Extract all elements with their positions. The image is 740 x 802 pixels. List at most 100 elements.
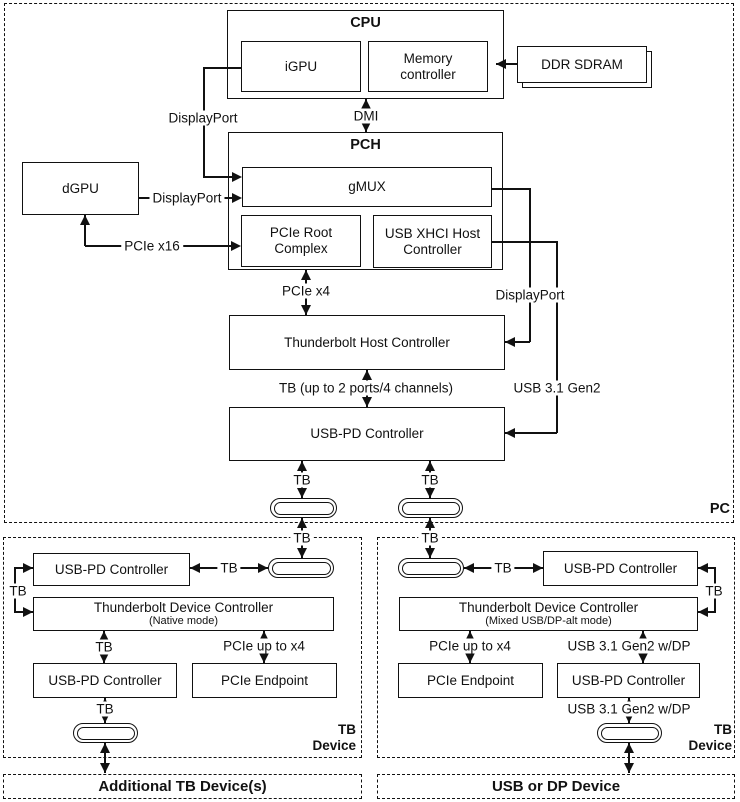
memory-controller-label: Memory controller [400,50,456,82]
native-group-tag-line1: TB [338,722,356,737]
memory-controller-box: Memory controller [368,41,488,92]
arrowhead-down [100,713,110,723]
arrowhead-right [23,607,33,617]
arrowhead-up [361,99,371,109]
arrowhead-left [464,563,474,573]
arrowhead-down [425,548,435,558]
native-usb-pd-top-label: USB-PD Controller [54,561,169,577]
additional-tb-devices-box: Additional TB Device(s) [3,774,362,799]
mixed-pcie-endpoint-label: PCIe Endpoint [426,672,515,688]
mixed-group-tag-line2: Device [688,738,732,754]
native-group-tag: TB Device [284,722,356,754]
arrowhead-up [297,518,307,528]
gmux-box: gMUX [242,167,492,207]
thunderbolt-host-controller-box: Thunderbolt Host Controller [229,315,505,370]
usb-xhci-label: USB XHCI Host Controller [384,225,481,257]
label-pcie-x16: PCIe x16 [121,238,183,254]
connector-line [204,67,242,69]
mixed-usb-pd-top-box: USB-PD Controller [543,551,698,586]
arrowhead-up [259,631,269,641]
label-tb: TB [6,583,30,599]
arrowhead-up [624,743,634,753]
tb-device-native-group-box [3,537,362,758]
native-pcie-endpoint-label: PCIe Endpoint [220,672,309,688]
mixed-tdc-title: Thunderbolt Device Controller [458,600,639,616]
arrowhead-up [425,518,435,528]
connector-line [505,341,530,343]
label-pcie-x4: PCIe x4 [278,283,334,299]
pcie-root-complex-label: PCIe Root Complex [269,225,333,256]
arrowhead-down [362,397,372,407]
additional-tb-devices-label: Additional TB Device(s) [98,777,267,795]
label-dmi: DMI [350,108,382,124]
arrowhead-down [99,653,109,663]
tb-port-connector [597,723,662,743]
arrowhead-down [624,763,634,773]
tb-port-connector [73,723,138,743]
mixed-usb-pd-top-label: USB-PD Controller [563,560,678,576]
label-pcie-up-to-x4: PCIe up to x4 [426,638,514,654]
label-usb31-gen2-wdp: USB 3.1 Gen2 w/DP [564,638,694,654]
native-tdc-box: Thunderbolt Device Controller (Native mo… [33,597,334,631]
arrowhead-up [80,215,90,225]
gmux-label: gMUX [348,179,386,195]
mixed-tdc-box: Thunderbolt Device Controller (Mixed USB… [399,597,698,631]
tb-port-connector [268,558,334,578]
arrowhead-down [624,713,634,723]
usb-xhci-box: USB XHCI Host Controller [373,215,492,268]
connector-line [496,63,517,65]
arrowhead-left [698,607,708,617]
mixed-group-tag: TB Device [656,722,732,754]
dgpu-label: dGPU [62,180,99,196]
pcie-root-complex-box: PCIe Root Complex [241,215,361,267]
tb-port-connector [270,498,337,518]
arrowhead-down [425,488,435,498]
label-tb: TB [702,583,726,599]
arrowhead-left [190,563,200,573]
arrowhead-down [297,548,307,558]
connector-line [505,432,557,434]
arrowhead-down [465,653,475,663]
label-tb: TB [290,472,314,488]
arrowhead-down [301,305,311,315]
arrowhead-up [301,270,311,280]
label-tb-ports: TB (up to 2 ports/4 channels) [275,380,457,396]
arrowhead-down [638,653,648,663]
label-usb31-gen2-wdp: USB 3.1 Gen2 w/DP [564,701,694,717]
mixed-usb-pd-bottom-label: USB-PD Controller [571,672,686,688]
arrowhead-up [465,631,475,641]
connector-line [492,241,557,243]
arrowhead-right [258,563,268,573]
label-tb: TB [491,560,515,576]
tb-device-mixed-group-box [377,537,735,758]
connector-line [628,743,630,773]
arrowhead-left [698,563,708,573]
native-group-tag-line2: Device [312,738,356,754]
label-usb31-gen2: USB 3.1 Gen2 [510,380,604,396]
pc-group-box [4,3,734,523]
arrowhead-down [259,653,269,663]
connector-line [104,743,106,773]
pch-title: PCH [350,137,381,153]
native-tdc-mode: (Native mode) [148,614,219,627]
arrowhead-left [505,337,515,347]
arrowhead-up [99,631,109,641]
arrowhead-left [505,428,515,438]
connector-line [556,241,558,433]
ddr-sdram-box: DDR SDRAM [517,46,647,83]
dgpu-box: dGPU [22,162,139,215]
arrowhead-down [100,763,110,773]
arrowhead-up [297,461,307,471]
mixed-pcie-endpoint-box: PCIe Endpoint [398,663,543,698]
label-displayport-dgpu: DisplayPort [149,190,225,206]
tb-port-connector [398,558,464,578]
usb-or-dp-device-label: USB or DP Device [491,777,621,795]
arrowhead-right [23,563,33,573]
native-pcie-endpoint-box: PCIe Endpoint [192,663,337,698]
mixed-group-tag-line1: TB [714,722,732,737]
pc-usb-pd-controller-box: USB-PD Controller [229,407,505,461]
connector-line [492,188,530,190]
arrowhead-down [361,122,371,132]
ddr-sdram-label: DDR SDRAM [541,56,623,72]
